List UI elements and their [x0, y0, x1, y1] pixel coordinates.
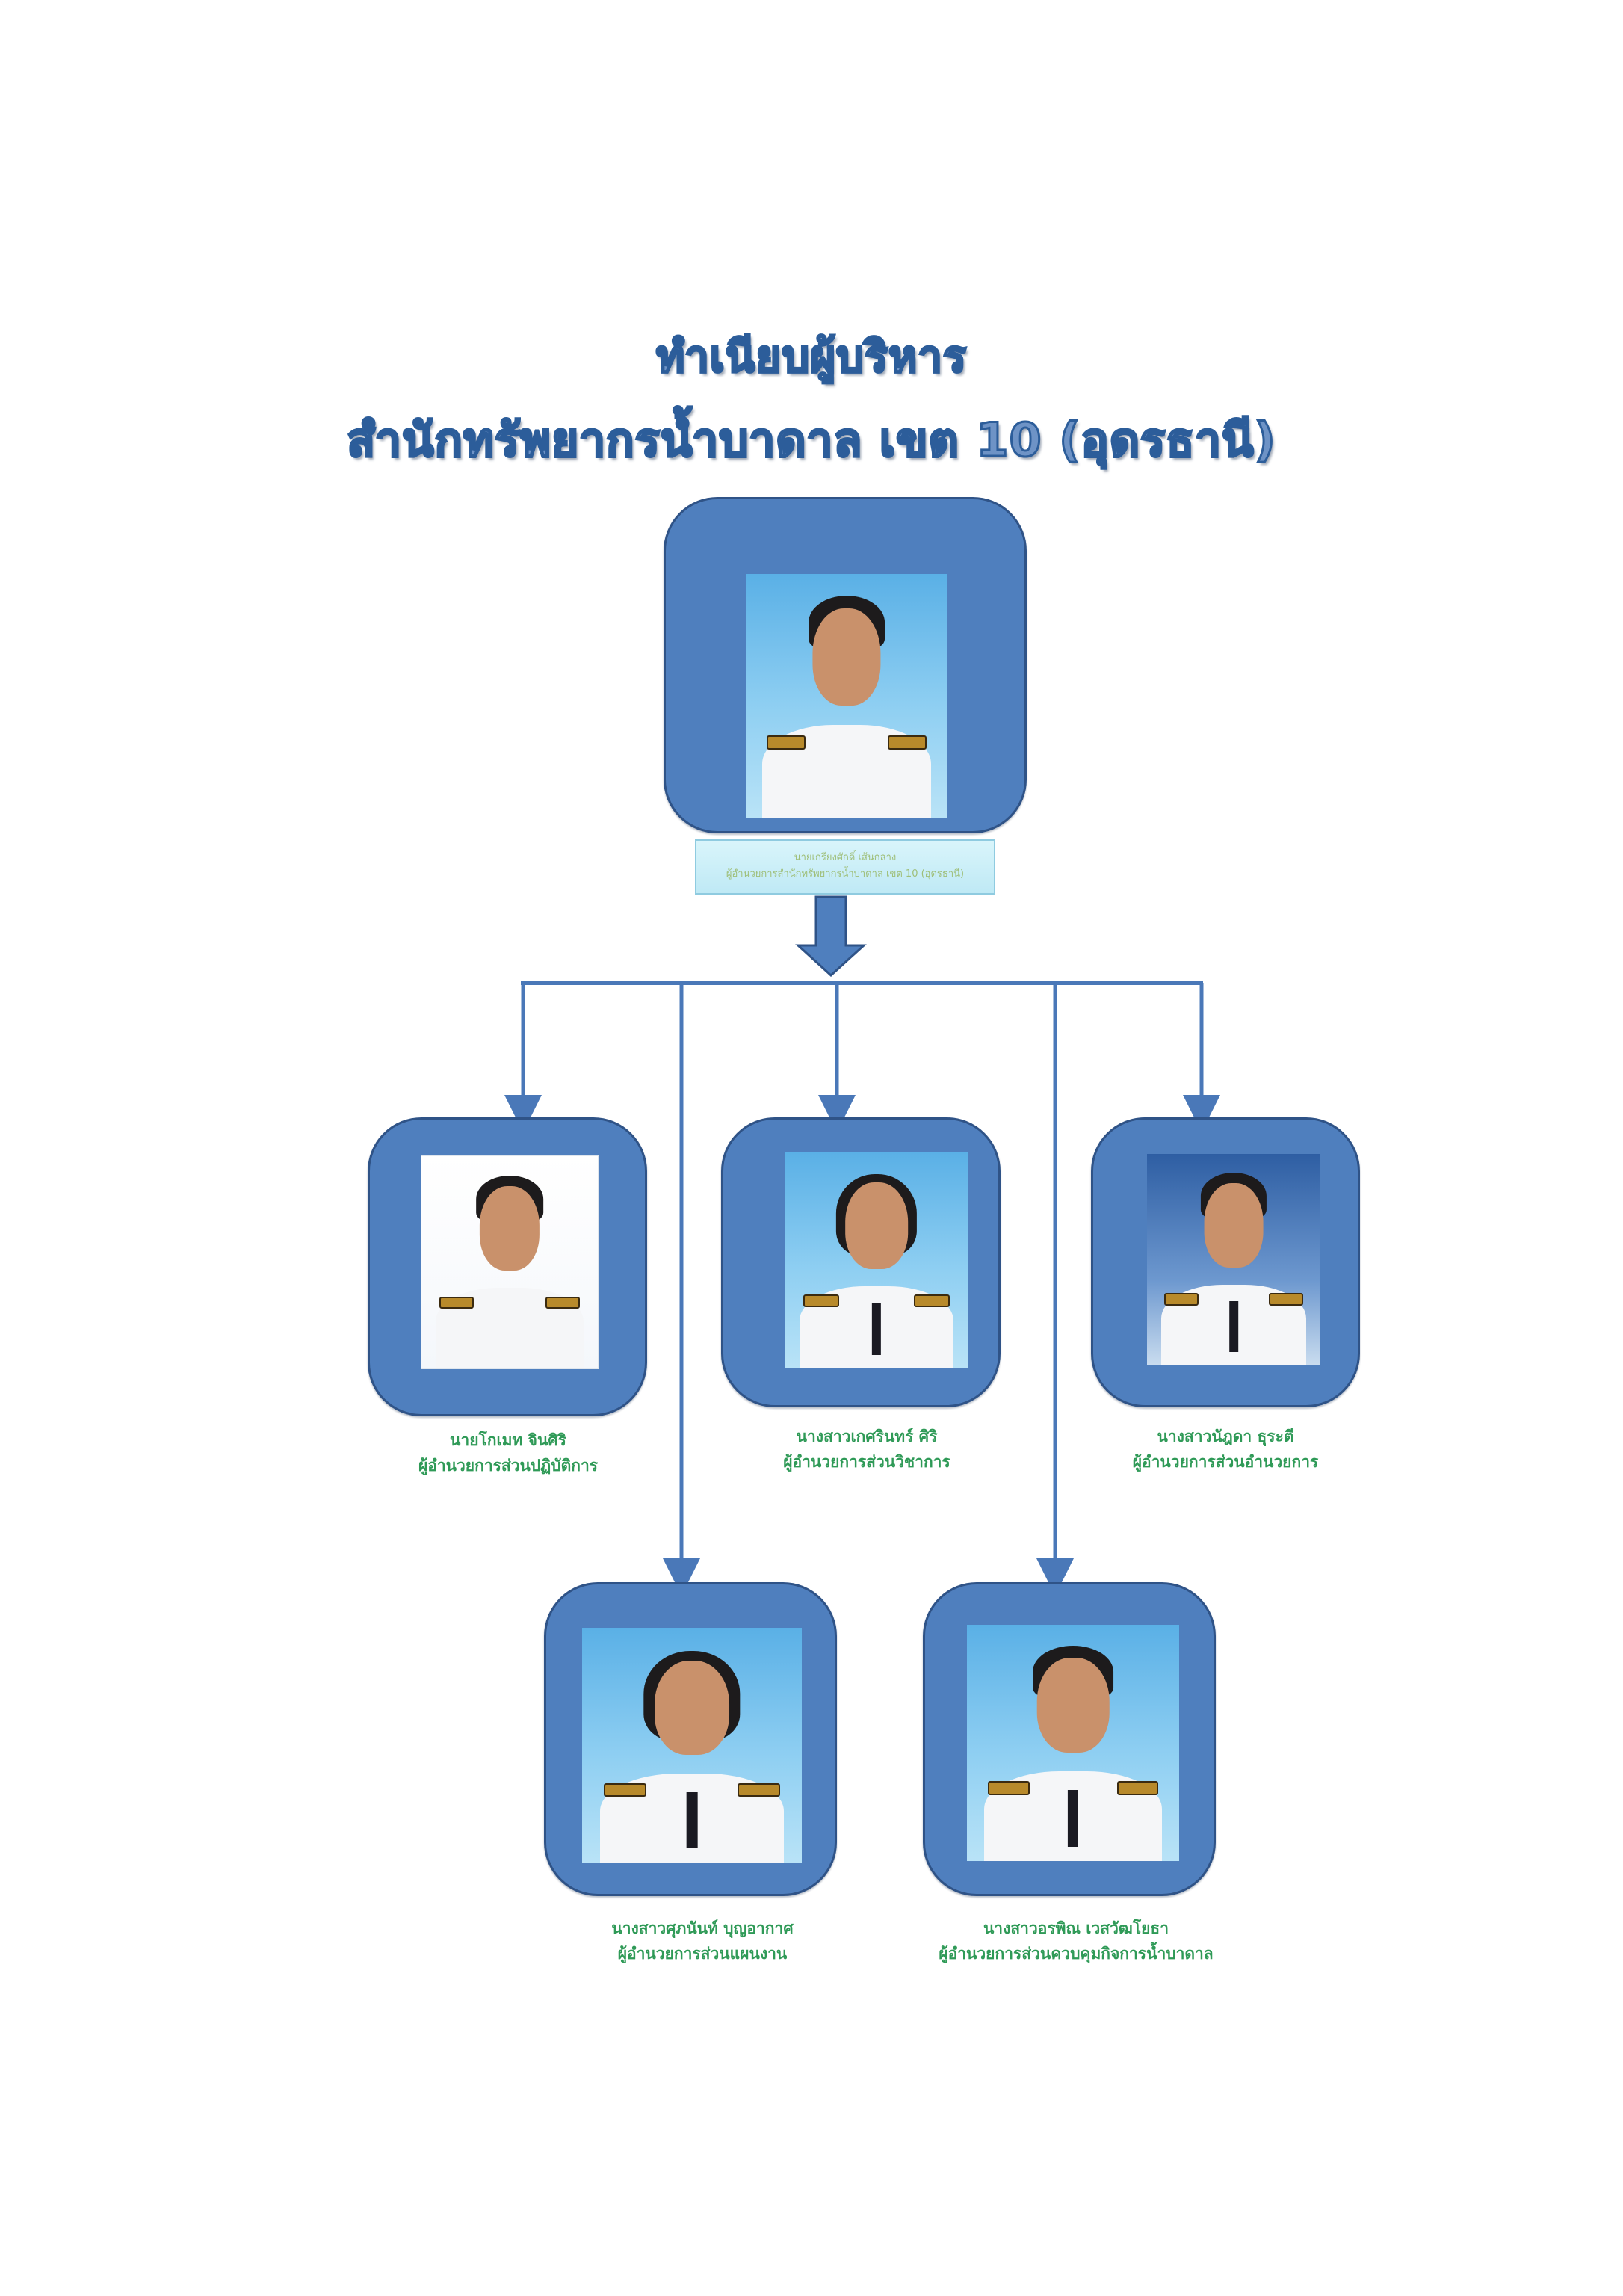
manager-name-3: นางสาวนัฎดา ธุระตี	[1157, 1428, 1294, 1445]
manager-caption-3: นางสาวนัฎดา ธุระตี ผู้อำนวยการส่วนอำนวยก…	[1076, 1424, 1375, 1475]
manager-position-2: ผู้อำนวยการส่วนวิชาการ	[783, 1453, 950, 1471]
manager-name-4: นางสาวศุภนันท์ บุญอากาศ	[611, 1919, 794, 1937]
manager-photo-3	[1147, 1154, 1320, 1365]
manager-caption-1: นายโกเมท จินศิริ ผู้อำนวยการส่วนปฏิบัติก…	[359, 1428, 658, 1478]
manager-position-3: ผู้อำนวยการส่วนอำนวยการ	[1132, 1453, 1319, 1471]
manager-photo-5	[967, 1625, 1179, 1861]
manager-frame-3	[1091, 1117, 1360, 1407]
manager-name-5: นางสาวอรพิณ เวสวัฒโยธา	[983, 1919, 1169, 1937]
manager-photo-2	[785, 1152, 968, 1368]
manager-name-2: นางสาวเกศรินทร์ ศิริ	[796, 1428, 938, 1445]
page-title: ทำเนียบผู้บริหาร	[655, 330, 968, 383]
manager-frame-2	[721, 1117, 1001, 1407]
manager-photo-1	[421, 1155, 599, 1369]
director-photo	[746, 574, 947, 818]
manager-caption-5: นางสาวอรพิณ เวสวัฒโยธา ผู้อำนวยการส่วนคว…	[919, 1916, 1233, 1966]
manager-photo-4	[582, 1628, 802, 1863]
director-frame	[664, 497, 1027, 833]
director-position: ผู้อำนวยการสำนักทรัพยากรน้ำบาดาล เขต 10 …	[726, 868, 965, 880]
manager-position-5: ผู้อำนวยการส่วนควบคุมกิจการน้ำบาดาล	[939, 1945, 1214, 1963]
director-name: นายเกรียงศักดิ์ เส้นกลาง	[794, 852, 897, 863]
page-subtitle: สำนักทรัพยากรน้ำบาดาล เขต 10 (อุดรธานี)	[346, 412, 1276, 469]
manager-frame-5	[923, 1582, 1216, 1896]
main-down-arrow	[795, 895, 867, 978]
manager-name-1: นายโกเมท จินศิริ	[450, 1431, 566, 1449]
manager-frame-1	[368, 1117, 647, 1416]
manager-frame-4	[544, 1582, 837, 1896]
director-namecard: นายเกรียงศักดิ์ เส้นกลาง ผู้อำนวยการสำนั…	[695, 839, 995, 895]
manager-caption-4: นางสาวศุภนันท์ บุญอากาศ ผู้อำนวยการส่วนแ…	[538, 1916, 867, 1966]
manager-caption-2: นางสาวเกศรินทร์ ศิริ ผู้อำนวยการส่วนวิชา…	[717, 1424, 1016, 1475]
manager-position-1: ผู้อำนวยการส่วนปฏิบัติการ	[418, 1457, 599, 1475]
manager-position-4: ผู้อำนวยการส่วนแผนงาน	[617, 1945, 788, 1963]
